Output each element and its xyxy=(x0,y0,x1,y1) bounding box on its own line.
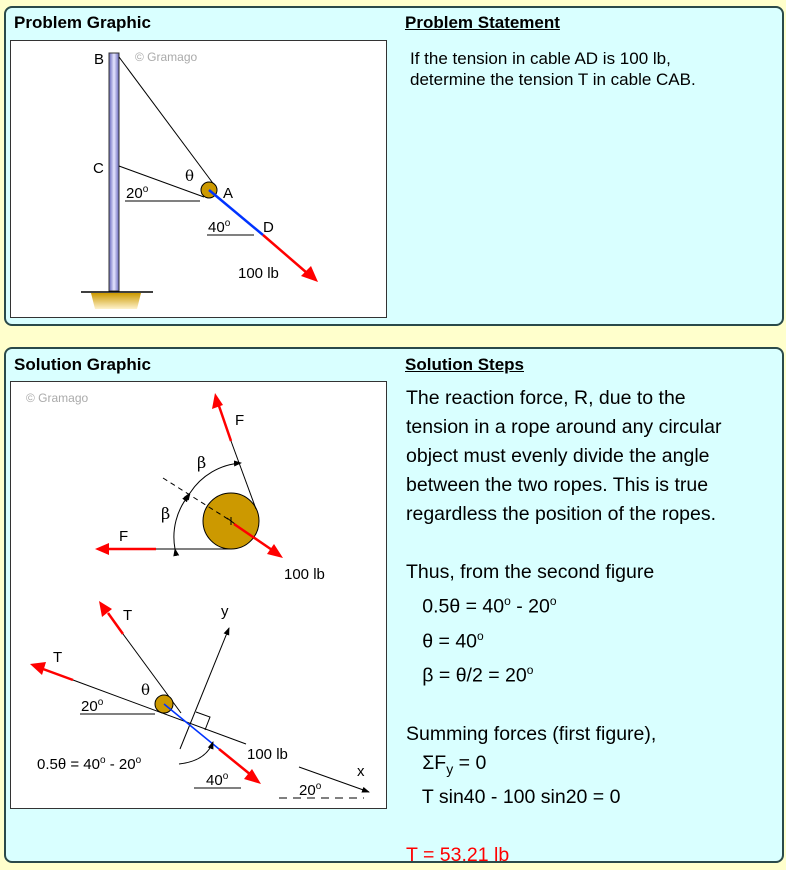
watermark: © Gramago xyxy=(135,50,198,64)
force-arrow-shaft xyxy=(262,234,308,274)
spacer xyxy=(406,812,721,841)
label-beta-lower: β xyxy=(161,504,170,523)
problem-statement-title: Problem Statement xyxy=(405,13,560,32)
angle-20: 20o xyxy=(81,697,104,715)
label-beta-upper: β xyxy=(197,453,206,472)
label-d: D xyxy=(263,219,274,236)
y-axis xyxy=(179,627,230,750)
spacer xyxy=(406,691,721,720)
solution-diagram: © Gramago F F β β 100 lb xyxy=(26,391,370,799)
solution-steps: The reaction force, R, due to the tensio… xyxy=(406,384,721,870)
problem-graphic: © Gramago B C A D θ 20o 40o 100 lb xyxy=(10,40,387,318)
cable-ad xyxy=(208,189,264,236)
step-line: between the two ropes. This is true xyxy=(406,474,709,496)
step-eq-1: 0.5θ = 40o - 20o xyxy=(406,594,557,618)
angle-pointer xyxy=(178,741,214,765)
force-100 xyxy=(218,748,252,776)
solution-steps-title: Solution Steps xyxy=(405,355,524,374)
step-line: The reaction force, R, due to the xyxy=(406,387,686,409)
statement-line: If the tension in cable AD is 100 lb, xyxy=(410,49,671,68)
force-label: 100 lb xyxy=(247,746,288,763)
label-t-upper: T xyxy=(123,607,132,624)
watermark: © Gramago xyxy=(26,391,89,405)
label-b: B xyxy=(94,51,104,68)
solution-graphic: © Gramago F F β β 100 lb xyxy=(10,381,387,809)
sum-title: Summing forces (first figure), xyxy=(406,722,657,745)
pole xyxy=(108,52,120,292)
step-line xyxy=(406,529,721,558)
cable-ca xyxy=(118,165,205,198)
arrow-head xyxy=(30,662,46,675)
force-label: 100 lb xyxy=(238,265,279,282)
force-t-lower xyxy=(42,667,74,682)
step-line: object must evenly divide the angle xyxy=(406,445,710,467)
cable-ad xyxy=(163,703,220,750)
angle-40: 40o xyxy=(208,218,231,236)
angle-20: 20o xyxy=(126,184,149,202)
equation-label: 0.5θ = 40o - 20o xyxy=(37,755,142,773)
angle-40: 40o xyxy=(206,771,229,789)
arrow-head xyxy=(95,543,109,555)
label-t-lower: T xyxy=(53,649,62,666)
step-line: regardless the position of the ropes. xyxy=(406,503,717,525)
force-label: 100 lb xyxy=(284,566,325,583)
sum-eq-1: ΣFy = 0 xyxy=(406,751,487,777)
step-eq-3: β = θ/2 = 20o xyxy=(406,663,534,687)
label-theta: θ xyxy=(141,681,150,699)
arrow-head xyxy=(212,393,223,409)
statement-line: determine the tension T in cable CAB. xyxy=(410,70,696,89)
force-f-top xyxy=(217,405,233,442)
problem-diagram: © Gramago B C A D θ 20o 40o 100 lb xyxy=(81,50,318,309)
arrow-head xyxy=(244,769,261,784)
label-theta: θ xyxy=(185,167,194,185)
force-arrow-head xyxy=(301,266,318,282)
problem-statement: If the tension in cable AD is 100 lb, de… xyxy=(410,48,696,90)
ground-support xyxy=(91,293,141,309)
problem-graphic-title: Problem Graphic xyxy=(14,13,151,32)
beta-arc-lower xyxy=(173,494,190,557)
angle-20-x: 20o xyxy=(299,781,322,799)
label-f-top: F xyxy=(235,412,244,429)
answer: T = 53.21 lb xyxy=(406,844,510,867)
label-x: x xyxy=(357,763,365,780)
cable-ab xyxy=(118,56,216,187)
arrow-head xyxy=(99,601,112,617)
label-y: y xyxy=(221,603,229,620)
force-t-upper xyxy=(106,612,125,635)
beta-arc-upper xyxy=(183,460,242,501)
label-f-left: F xyxy=(119,528,128,545)
solution-graphic-title: Solution Graphic xyxy=(14,355,151,374)
x-axis xyxy=(298,766,370,793)
step-line: tension in a rope around any circular xyxy=(406,416,722,438)
sum-eq-2: T sin40 - 100 sin20 = 0 xyxy=(406,786,621,809)
label-c: C xyxy=(93,160,104,177)
right-angle-mark xyxy=(195,711,211,731)
step-line: Thus, from the second figure xyxy=(406,561,655,583)
arrow-head xyxy=(267,544,283,558)
label-a: A xyxy=(223,185,233,202)
force-100 xyxy=(233,522,276,554)
rope-upper xyxy=(230,440,257,510)
step-eq-2: θ = 40o xyxy=(406,628,484,653)
